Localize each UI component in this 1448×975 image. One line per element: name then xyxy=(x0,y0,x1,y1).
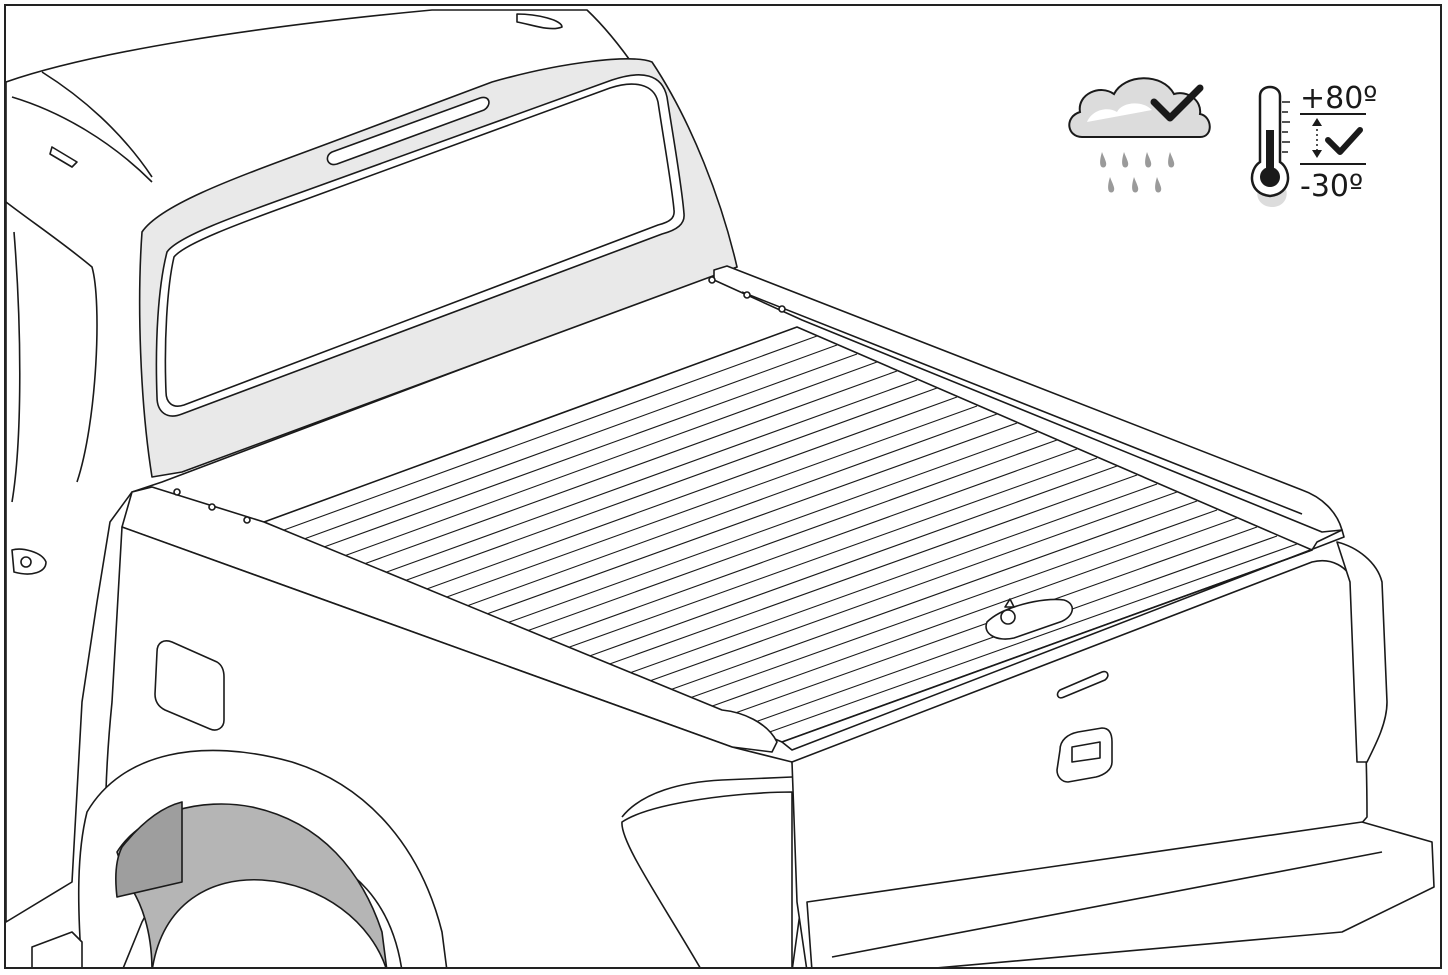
tire xyxy=(151,878,387,967)
rain-cloud-check-icon xyxy=(1068,77,1211,193)
side-rail-left xyxy=(121,486,778,753)
range-arrow-icon xyxy=(1312,118,1322,158)
lock-key xyxy=(1000,609,1016,625)
side-rail-right xyxy=(713,265,1343,533)
fender-flare xyxy=(77,749,448,967)
illustration-frame: +80º -30º xyxy=(4,4,1442,969)
tonneau-cover xyxy=(121,265,1345,753)
cover-rear-lip xyxy=(781,529,1345,751)
rain-drops xyxy=(1100,152,1175,193)
brake-light xyxy=(326,96,490,166)
cover-slats xyxy=(264,327,1298,735)
taillight xyxy=(1336,541,1388,763)
cab-rear-window xyxy=(155,74,685,417)
rail-bolts xyxy=(173,276,786,524)
rear-bumper xyxy=(806,821,1435,967)
range-check-icon xyxy=(1325,127,1363,155)
temp-max-label: +80º xyxy=(1300,81,1377,116)
truck-cab xyxy=(6,9,738,923)
thermometer-icon xyxy=(1250,85,1290,207)
truck-illustration: +80º -30º xyxy=(6,9,1435,967)
tailgate-badge xyxy=(1056,670,1109,699)
temp-min-label: -30º xyxy=(1300,169,1363,204)
temperature-range: +80º -30º xyxy=(1300,81,1377,204)
lock-handle xyxy=(985,598,1073,640)
fuel-door xyxy=(154,640,225,731)
truck-bed xyxy=(31,526,1435,967)
